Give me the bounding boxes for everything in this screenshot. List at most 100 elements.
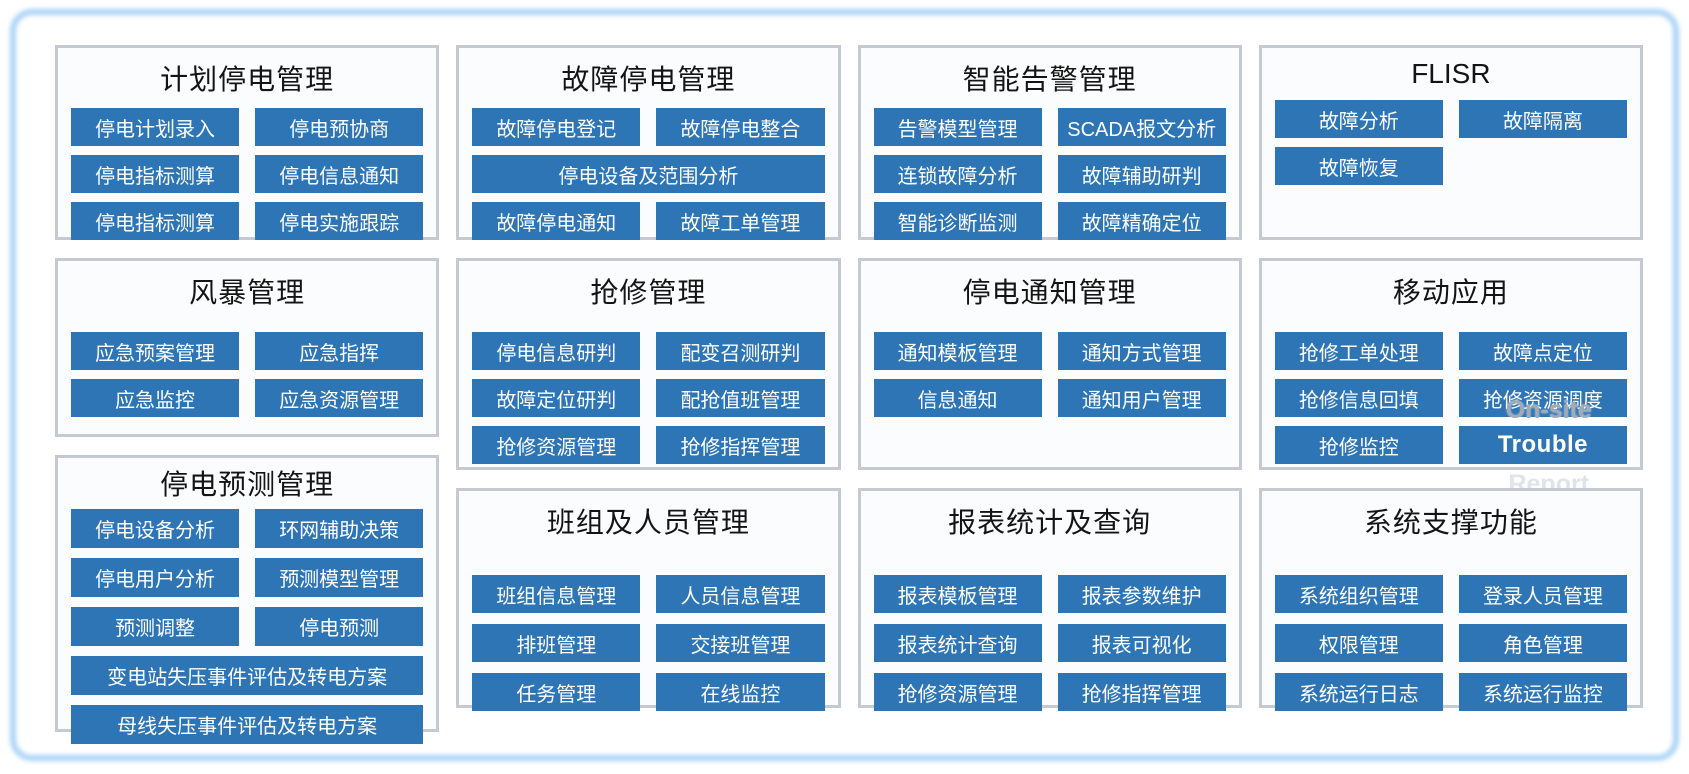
module-button[interactable]: 母线失压事件评估及转电方案 [71,705,424,744]
module-button[interactable]: 故障点定位 [1458,332,1627,370]
module-button[interactable]: 智能诊断监测 [873,202,1042,240]
module-button[interactable]: 配抢值班管理 [656,379,825,417]
module-button[interactable]: 在线监控 [656,673,825,711]
module-button[interactable]: 抢修资源管理 [472,426,641,464]
module-button[interactable]: SCADA报文分析 [1057,108,1226,146]
panel-title-team-and-personnel-management: 班组及人员管理 [546,507,750,538]
module-button[interactable]: 停电指标测算 [71,202,240,240]
module-button[interactable]: 系统运行日志 [1274,673,1443,711]
panel-smart-alarm-management: 智能告警管理告警模型管理 SCADA报文分析连锁故障分析故障辅助研判智能诊断监测故… [857,45,1242,240]
panel-team-and-personnel-management: 班组及人员管理班组信息管理人员信息管理排班管理交接班管理任务管理在线监控 [456,488,841,711]
button-grid: 故障停电登记故障停电整合停电设备及范围分析故障停电通知故障工单管理 [459,108,837,240]
module-button[interactable]: 通知方式管理 [1057,332,1226,370]
module-button[interactable]: 故障精确定位 [1057,202,1226,240]
module-button[interactable]: Trouble [1458,426,1627,464]
module-button[interactable]: 抢修指挥管理 [656,426,825,464]
button-grid: 报表模板管理报表参数维护报表统计查询报表可视化抢修资源管理抢修指挥管理 [861,575,1239,711]
module-button[interactable]: 故障分析 [1274,100,1443,138]
module-button[interactable]: 应急资源管理 [255,379,424,417]
panel-title-system-support-functions: 系统支撑功能 [1363,507,1538,538]
module-button[interactable]: 停电实施跟踪 [255,202,424,240]
module-button[interactable]: 故障辅助研判 [1057,155,1226,193]
module-button[interactable]: 系统运行监控 [1458,673,1627,711]
module-button[interactable]: 抢修资源管理 [873,673,1042,711]
board-column-2: 故障停电管理故障停电登记故障停电整合停电设备及范围分析故障停电通知故障工单管理抢… [456,45,841,732]
module-button[interactable]: 停电计划录入 [71,108,240,146]
module-button[interactable]: 抢修信息回填 [1274,379,1443,417]
button-grid: 抢修工单处理故障点定位抢修信息回填抢修资源调度抢修监控 Trouble [1262,332,1640,464]
button-grid: 告警模型管理 SCADA报文分析连锁故障分析故障辅助研判智能诊断监测故障精确定位 [861,108,1239,240]
panel-storm-management: 风暴管理应急预案管理应急指挥应急监控应急资源管理 [55,258,440,437]
module-button[interactable]: 通知模板管理 [873,332,1042,370]
board-column-3: 智能告警管理告警模型管理 SCADA报文分析连锁故障分析故障辅助研判智能诊断监测故… [857,45,1242,732]
panel-fault-outage-management: 故障停电管理故障停电登记故障停电整合停电设备及范围分析故障停电通知故障工单管理 [456,45,841,240]
module-button[interactable]: 故障停电登记 [472,108,641,146]
module-button[interactable]: 连锁故障分析 [873,155,1042,193]
module-button[interactable]: 停电用户分析 [71,558,240,597]
panel-repair-management: 抢修管理停电信息研判配变召测研判故障定位研判配抢值班管理抢修资源管理抢修指挥管理 [456,258,841,470]
button-grid: 故障分析故障隔离故障恢复 [1262,100,1640,185]
module-button[interactable]: 故障停电整合 [656,108,825,146]
module-button[interactable]: 排班管理 [472,624,641,662]
module-button[interactable]: 角色管理 [1458,624,1627,662]
module-button[interactable]: 停电信息通知 [255,155,424,193]
panel-title-planned-outage-management: 计划停电管理 [160,64,335,95]
panel-title-report-statistics-and-query: 报表统计及查询 [948,507,1152,538]
module-button[interactable]: 故障隔离 [1458,100,1627,138]
module-button[interactable]: 抢修工单处理 [1274,332,1443,370]
module-button[interactable]: 报表参数维护 [1057,575,1226,613]
module-button[interactable]: 应急预案管理 [71,332,240,370]
module-button[interactable]: 交接班管理 [656,624,825,662]
module-button[interactable]: 权限管理 [1274,624,1443,662]
panel-title-outage-forecast-management: 停电预测管理 [160,469,335,500]
button-grid: 系统组织管理登录人员管理权限管理角色管理系统运行日志系统运行监控 [1262,575,1640,711]
module-button[interactable]: 应急监控 [71,379,240,417]
module-button[interactable]: 预测模型管理 [255,558,424,597]
button-grid: 停电信息研判配变召测研判故障定位研判配抢值班管理抢修资源管理抢修指挥管理 [459,332,837,464]
module-button[interactable]: 系统组织管理 [1274,575,1443,613]
module-button[interactable]: 报表可视化 [1057,624,1226,662]
module-button[interactable]: 人员信息管理 [656,575,825,613]
panel-outage-forecast-management: 停电预测管理停电设备分析环网辅助决策停电用户分析预测模型管理预测调整停电预测变电… [55,455,440,744]
button-grid: 通知模板管理通知方式管理信息通知通知用户管理 [861,332,1239,417]
module-button[interactable]: 故障工单管理 [656,202,825,240]
module-button[interactable]: 通知用户管理 [1057,379,1226,417]
module-button[interactable]: 停电预协商 [255,108,424,146]
module-button[interactable]: 抢修监控 [1274,426,1443,464]
panel-title-fault-outage-management: 故障停电管理 [561,64,736,95]
button-grid: 应急预案管理应急指挥应急监控应急资源管理 [58,332,436,417]
module-button[interactable]: 故障停电通知 [472,202,641,240]
module-button[interactable]: 抢修指挥管理 [1057,673,1226,711]
module-button[interactable]: 环网辅助决策 [255,509,424,548]
module-button[interactable]: 报表统计查询 [873,624,1042,662]
module-button[interactable]: 班组信息管理 [472,575,641,613]
button-grid: 停电计划录入停电预协商停电指标测算停电信息通知停电指标测算停电实施跟踪 [58,108,436,240]
module-button[interactable]: 停电指标测算 [71,155,240,193]
module-button[interactable]: 告警模型管理 [873,108,1042,146]
module-button[interactable]: 信息通知 [873,379,1042,417]
module-button[interactable]: 配变召测研判 [656,332,825,370]
module-button[interactable]: 登录人员管理 [1458,575,1627,613]
panel-title-storm-management: 风暴管理 [189,277,306,308]
panel-title-smart-alarm-management: 智能告警管理 [962,64,1137,95]
module-button[interactable]: 应急指挥 [255,332,424,370]
module-board: 计划停电管理停电计划录入停电预协商停电指标测算停电信息通知停电指标测算停电实施跟… [55,45,1643,744]
module-button[interactable]: 停电设备分析 [71,509,240,548]
button-grid: 班组信息管理人员信息管理排班管理交接班管理任务管理在线监控 [459,575,837,711]
module-button[interactable]: 停电预测 [255,607,424,646]
module-button[interactable]: 任务管理 [472,673,641,711]
module-button[interactable]: 故障定位研判 [472,379,641,417]
module-button[interactable]: 停电信息研判 [472,332,641,370]
module-button[interactable]: 变电站失压事件评估及转电方案 [71,656,424,695]
module-button[interactable]: 故障恢复 [1274,147,1443,185]
module-button[interactable]: 抢修资源调度 [1458,379,1627,417]
panel-outage-notification-management: 停电通知管理通知模板管理通知方式管理信息通知通知用户管理 [857,258,1242,470]
module-button[interactable]: 停电设备及范围分析 [472,155,825,193]
module-button[interactable]: 报表模板管理 [873,575,1042,613]
button-grid: 停电设备分析环网辅助决策停电用户分析预测模型管理预测调整停电预测变电站失压事件评… [58,509,436,744]
module-button[interactable]: 预测调整 [71,607,240,646]
panel-system-support-functions: 系统支撑功能系统组织管理登录人员管理权限管理角色管理系统运行日志系统运行监控 [1258,488,1643,711]
